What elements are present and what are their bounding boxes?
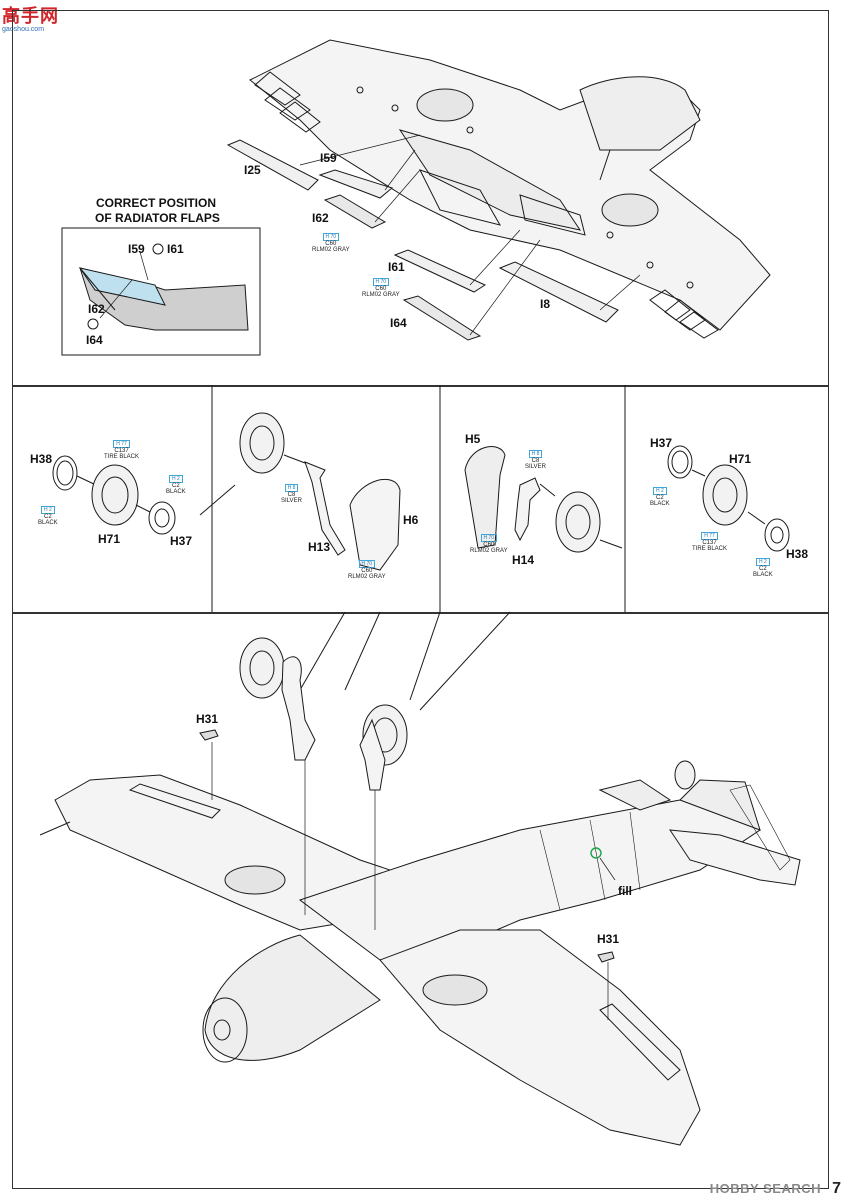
panel4-label-h38: H38 (786, 547, 809, 561)
fill-marker-icon (590, 847, 602, 859)
bottom-aircraft (39, 611, 801, 1146)
panel2-label-h6: H6 (403, 513, 419, 527)
part-label-i25: I25 (244, 163, 261, 177)
panel3-label-h5: H5 (465, 432, 481, 446)
inset-label-i62: I62 (88, 302, 105, 316)
panel1-label-h37: H37 (170, 534, 193, 548)
part-label-i61: I61 (388, 260, 405, 274)
radiator-flap-parts (226, 134, 641, 341)
panel4-paint-black-a: H 2 C2 BLACK (650, 487, 670, 507)
panel4-label-h71: H71 (729, 452, 752, 466)
wheel-panel-row-frame (12, 385, 829, 614)
part-label-i64: I64 (390, 316, 407, 330)
inset-label-i59: I59 (128, 242, 145, 256)
part-label-i62: I62 (312, 211, 329, 225)
site-logo-url: gaoshou.com (2, 26, 45, 33)
panel1-paint-black-a: H 2 C2 BLACK (38, 506, 58, 526)
callout-title-line-2: OF RADIATOR FLAPS (95, 211, 220, 225)
panel-1-art (52, 455, 176, 535)
panel2-label-h13: H13 (308, 540, 331, 554)
panel4-paint-tire: H 77 C137 TIRE BLACK (692, 532, 728, 552)
panel-4-art (667, 445, 790, 552)
panel2-paint-silver: H 8 C8 SILVER (281, 484, 302, 504)
bottom-label-h31-right: H31 (597, 932, 620, 946)
paint-callout-top-b: H 70 C60 RLM02 GRAY (362, 278, 400, 298)
panel1-paint-tire: H 77 C137 TIRE BLACK (104, 440, 140, 460)
panel3-paint-silver: H 8 C8 SILVER (525, 450, 546, 470)
callout-title-line-1: CORRECT POSITION (96, 196, 217, 210)
panel1-paint-black-b: H 2 C2 BLACK (166, 475, 186, 495)
part-label-i8: I8 (540, 297, 551, 311)
panel-2-art (199, 412, 401, 571)
site-logo-mark: 高手网 (2, 6, 59, 26)
inset-label-i64: I64 (86, 333, 103, 347)
watermark: HOBBY SEARCH (709, 1181, 821, 1196)
bottom-section-frame (12, 612, 829, 1189)
inset-label-i61: I61 (167, 242, 184, 256)
bottom-label-h31-left: H31 (196, 712, 219, 726)
part-label-i59: I59 (320, 151, 337, 165)
panel3-paint-gray: H 70 C60 RLM02 GRAY (470, 534, 508, 554)
top-section-frame (12, 10, 829, 387)
panel2-paint-gray: H 70 C60 RLM02 GRAY (348, 560, 386, 580)
panel-3-art (464, 446, 623, 553)
panel1-label-h38: H38 (30, 452, 53, 466)
panel4-label-h37: H37 (650, 436, 673, 450)
panel1-label-h71: H71 (98, 532, 121, 546)
fill-label: fill (618, 884, 632, 898)
panel3-label-h14: H14 (512, 553, 535, 567)
radiator-flap-inset (78, 243, 249, 331)
site-logo: 高手网 gaoshou.com (2, 2, 59, 33)
paint-callout-top-a: H 70 C60 RLM02 GRAY (312, 233, 350, 253)
top-wing-underside (249, 39, 771, 339)
page-number: 7 (832, 1180, 841, 1197)
panel4-paint-black-b: H 2 C2 BLACK (753, 558, 773, 578)
